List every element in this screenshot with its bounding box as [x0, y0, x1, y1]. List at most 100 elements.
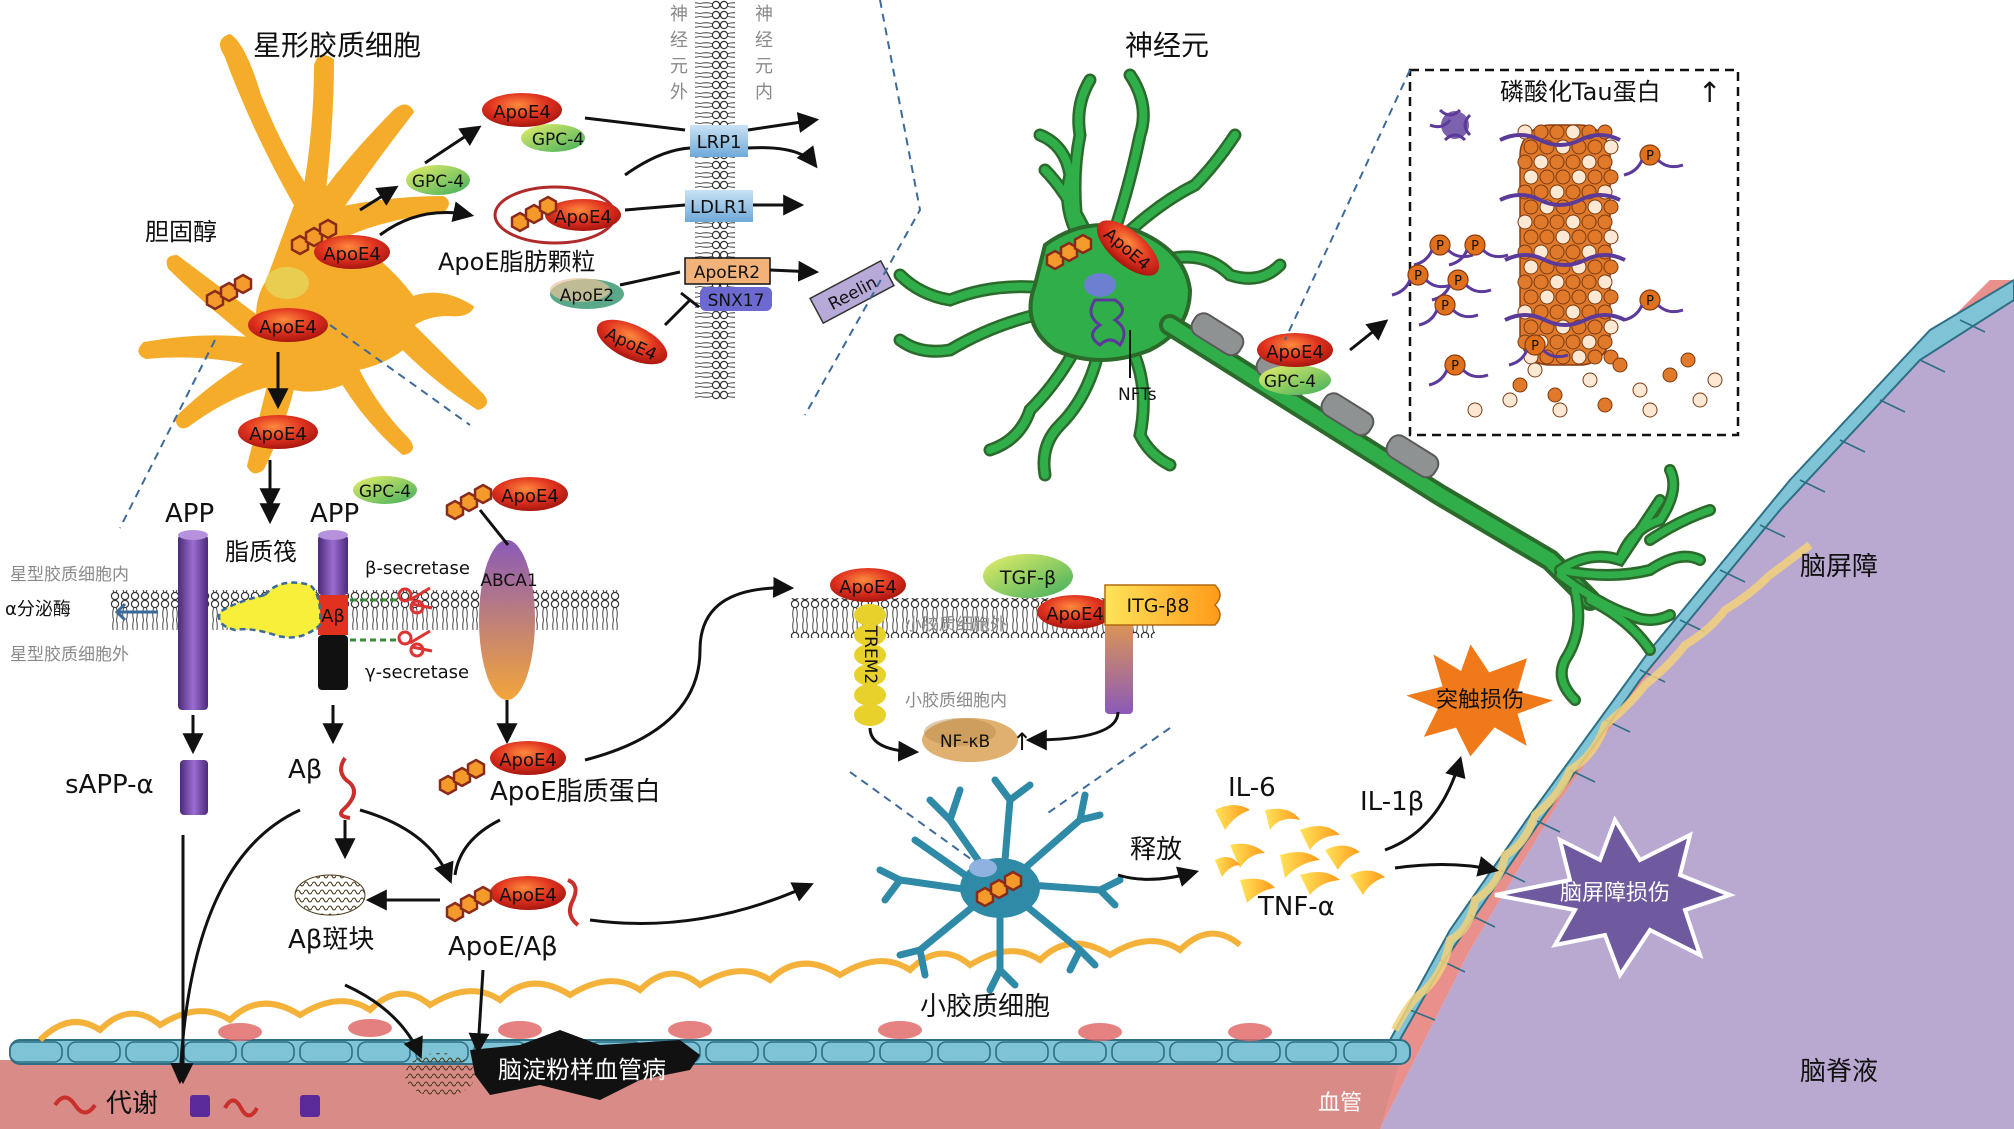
metabolism-label: 代谢 — [106, 1089, 158, 1119]
svg-text:ApoE4: ApoE4 — [249, 424, 307, 445]
divider-line — [119, 339, 216, 529]
apoe4-inhibitor: ApoE4 — [596, 319, 668, 365]
tau-bead — [1565, 274, 1581, 290]
svg-text:ApoE4: ApoE4 — [1046, 604, 1104, 625]
phosphate-icon: P — [1623, 144, 1684, 177]
tau-bead — [1587, 319, 1603, 335]
itg-beta8: ITG-β8 — [1104, 584, 1221, 714]
svg-text:ApoE4: ApoE4 — [554, 207, 612, 228]
tau-bead — [1581, 214, 1597, 230]
arrow-to-abca1 — [478, 509, 510, 546]
astrocyte-cell — [138, 33, 488, 474]
microglia-outside-label: 小胶质细胞外 — [905, 615, 1007, 635]
svg-text:GPC-4: GPC-4 — [532, 130, 584, 150]
tau-bead — [1571, 289, 1587, 305]
tau-bead — [1547, 387, 1563, 403]
bbb-astro-endfeet — [1391, 541, 1813, 1032]
microglia-nucleus — [969, 859, 997, 877]
phosphate-icon: P — [1448, 234, 1509, 267]
caa-label: 脑淀粉样血管病 — [498, 1056, 666, 1084]
svg-text:ITG-β8: ITG-β8 — [1126, 595, 1189, 617]
tau-bead — [1512, 377, 1528, 393]
svg-text:ApoER2: ApoER2 — [694, 263, 760, 283]
tau-bead — [1587, 199, 1603, 215]
csf-label: 脑脊液 — [1800, 1057, 1878, 1087]
release-label: 释放 — [1130, 835, 1182, 865]
vessel-label: 血管 — [1318, 1091, 1362, 1116]
apoe2: ApoE2 — [550, 278, 624, 309]
tau-bead — [1523, 169, 1539, 185]
tau-bead — [1603, 259, 1619, 275]
tgf-beta: TGF-β — [983, 554, 1073, 598]
endothelial-cell — [879, 1041, 933, 1063]
bbb-damage-label: 脑屏障损伤 — [1560, 881, 1670, 906]
ldlr1-receptor: LDLR1 — [685, 190, 753, 222]
svg-text:ApoE4: ApoE4 — [501, 486, 559, 507]
tau-bead — [1587, 289, 1603, 305]
astro-outside-label: 星型胶质细胞外 — [10, 645, 129, 665]
tau-bead — [1597, 214, 1613, 230]
il1b-label: IL-1β — [1360, 787, 1424, 817]
app-left — [178, 530, 208, 710]
svg-text:ABCA1: ABCA1 — [480, 571, 537, 591]
tau-bead — [1555, 289, 1571, 305]
arrow — [584, 576, 795, 762]
tau-bead — [1597, 274, 1613, 290]
svg-text:ApoE4: ApoE4 — [499, 750, 557, 771]
tau-bead — [1565, 184, 1581, 200]
lipid-raft — [217, 581, 322, 639]
scissors-icon — [397, 586, 433, 658]
svg-text:SNX17: SNX17 — [708, 291, 765, 311]
app-arrows — [182, 705, 344, 755]
tau-bead — [1549, 124, 1565, 140]
tau-bead — [1587, 229, 1603, 245]
tau-bead — [1549, 274, 1565, 290]
endothelial-cell — [705, 1041, 759, 1063]
lipid-icon — [445, 885, 493, 923]
tau-bead — [1549, 244, 1565, 260]
svg-text:ApoE4: ApoE4 — [493, 102, 551, 123]
svg-text:ApoE2: ApoE2 — [560, 286, 614, 306]
endothelial-cell — [1169, 1041, 1223, 1063]
svg-text:GPC-4: GPC-4 — [359, 482, 411, 502]
endothelial-cell — [1343, 1041, 1397, 1063]
synapse-damage-burst — [1393, 635, 1567, 764]
tau-bead — [1565, 124, 1581, 140]
tau-bead — [1555, 259, 1571, 275]
svg-text:GPC-4: GPC-4 — [412, 172, 464, 192]
tau-bead — [1565, 244, 1581, 260]
divider-line — [1044, 727, 1171, 816]
endothelial-cell — [67, 1041, 121, 1063]
tau-bead — [1692, 392, 1708, 408]
beta-secretase-label: β-secretase — [365, 558, 470, 579]
reelin: Reelin — [809, 259, 895, 325]
tau-bead — [1707, 372, 1723, 388]
blood-vessel — [0, 1060, 1400, 1129]
tau-bead — [1603, 229, 1619, 245]
apoe4-trem2: ApoE4 — [830, 568, 906, 602]
tau-bead — [1603, 289, 1619, 305]
svg-text:LRP1: LRP1 — [697, 132, 742, 153]
tau-bead — [1555, 169, 1571, 185]
receptor-arrows — [584, 112, 820, 327]
cytokine-arrows — [1384, 755, 1500, 877]
tau-bead — [1632, 382, 1648, 398]
trem2: TREM2 — [854, 604, 886, 726]
tau-bead — [1533, 214, 1549, 230]
tau-fibril — [1499, 124, 1626, 366]
abeta-box-label: Aβ — [321, 606, 345, 627]
tau-bead — [1467, 402, 1483, 418]
tau-bead — [1581, 274, 1597, 290]
bbb-label: 脑屏障 — [1800, 552, 1878, 582]
svg-text:TGF-β: TGF-β — [999, 567, 1056, 589]
endothelial-cell — [1053, 1041, 1107, 1063]
svg-text:ApoE4: ApoE4 — [323, 244, 381, 265]
bbb-damage-burst — [1494, 815, 1736, 980]
abeta-plaque-icon — [294, 874, 366, 916]
csf-region — [1380, 280, 2014, 1129]
tau-bead — [1603, 199, 1619, 215]
alpha-secretase-label: α分泌酶 — [5, 599, 71, 620]
tau-bead — [1581, 154, 1597, 170]
tau-bead — [1565, 154, 1581, 170]
